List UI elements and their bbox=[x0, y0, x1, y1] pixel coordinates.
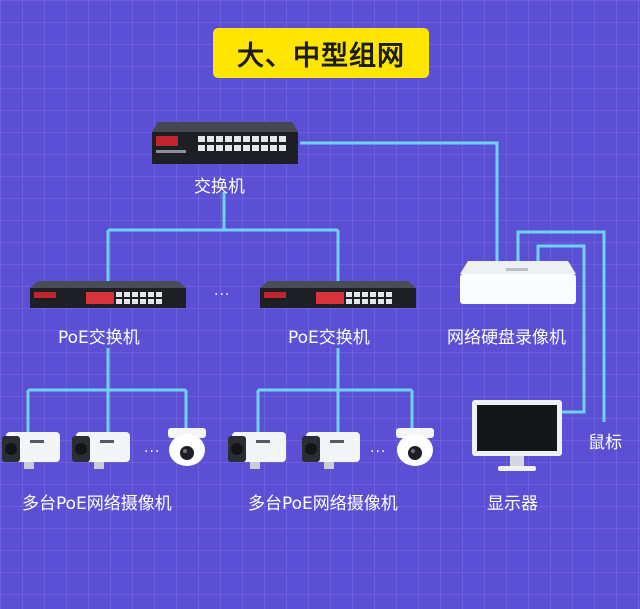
cameras-right-label: 多台PoE网络摄像机 bbox=[248, 494, 398, 514]
bullet-camera-icon bbox=[228, 432, 286, 469]
dome-camera-icon bbox=[396, 428, 434, 466]
link-core-to-poe-bus bbox=[106, 192, 340, 284]
link-nvr-to-mouse bbox=[516, 230, 606, 422]
poe-switch-right-icon bbox=[260, 281, 416, 308]
bullet-camera-icon bbox=[2, 432, 60, 469]
poe-switch-left-label: PoE交换机 bbox=[58, 328, 140, 348]
dome-camera-icon bbox=[168, 428, 206, 466]
monitor-icon bbox=[472, 400, 562, 471]
page-title: 大、中型组网 bbox=[213, 28, 429, 78]
core-switch-label: 交换机 bbox=[194, 177, 245, 197]
nvr-icon bbox=[460, 261, 576, 304]
bullet-camera-icon bbox=[72, 432, 130, 469]
link-right-poe-to-cameras bbox=[256, 348, 414, 435]
mouse-label: 鼠标 bbox=[588, 433, 622, 453]
poe-switch-right-label: PoE交换机 bbox=[288, 328, 370, 348]
link-left-poe-to-cameras bbox=[26, 348, 188, 435]
link-core-to-nvr bbox=[300, 141, 499, 262]
core-switch-icon bbox=[152, 122, 298, 164]
nvr-label: 网络硬盘录像机 bbox=[447, 328, 566, 348]
poe-switch-left-icon bbox=[30, 281, 186, 308]
more-cameras-right-ellipsis: ... bbox=[370, 440, 387, 456]
more-switches-ellipsis: ... bbox=[214, 283, 231, 299]
cameras-left-label: 多台PoE网络摄像机 bbox=[22, 494, 172, 514]
monitor-label: 显示器 bbox=[487, 494, 538, 514]
more-cameras-left-ellipsis: ... bbox=[144, 440, 161, 456]
bullet-camera-icon bbox=[302, 432, 360, 469]
link-nvr-to-monitor bbox=[536, 244, 586, 414]
